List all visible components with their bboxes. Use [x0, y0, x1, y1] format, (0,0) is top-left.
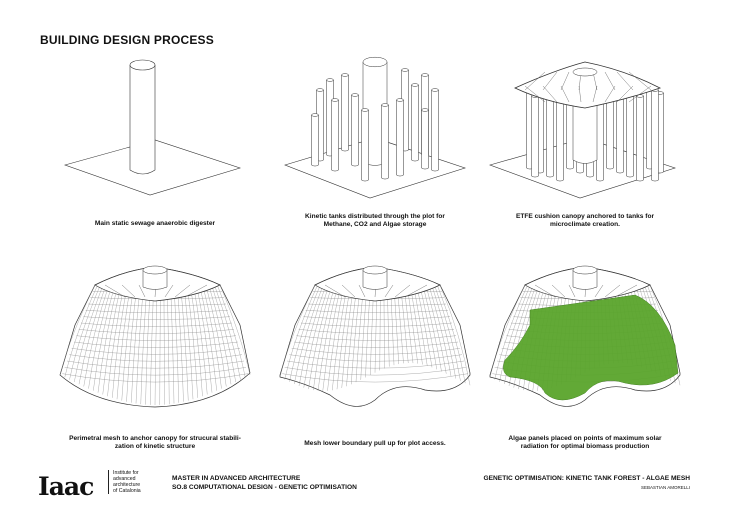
author-name: SEBASTIAN AMORELLI	[640, 485, 690, 490]
caption-2: Kinetic tanks distributed through the pl…	[265, 213, 485, 229]
panel-tanks	[275, 50, 475, 220]
caption-4-line-2: zation of kinetic structure	[114, 443, 196, 450]
caption-4-line-1: Perimetral mesh to anchor canopy for str…	[69, 435, 241, 442]
project-info: GENETIC OPTIMISATION: KINETIC TANK FORES…	[484, 474, 690, 492]
caption-5-line-1: Mesh lower boundary pull up for plot acc…	[304, 440, 446, 447]
program-line-1: MASTER IN ADVANCED ARCHITECTURE	[172, 475, 301, 482]
tanks-drawing	[284, 56, 466, 199]
perimetral-mesh-drawing	[59, 265, 251, 408]
page-title: BUILDING DESIGN PROCESS	[40, 33, 214, 47]
caption-3-line-2: microclimate creation.	[550, 221, 620, 228]
algae-panels-drawing	[489, 265, 681, 407]
caption-3-line-1: ETFE cushion canopy anchored to tanks fo…	[515, 213, 655, 220]
panel-canopy	[485, 50, 685, 220]
project-title: GENETIC OPTIMISATION: KINETIC TANK FORES…	[483, 475, 690, 482]
program-info: MASTER IN ADVANCED ARCHITECTURE SO.8 COM…	[172, 474, 357, 492]
caption-5: Mesh lower boundary pull up for plot acc…	[265, 440, 485, 448]
institute-line-3: architecture	[113, 482, 141, 488]
caption-6: Algae panels placed on points of maximum…	[475, 435, 695, 451]
caption-4: Perimetral mesh to anchor canopy for str…	[45, 435, 265, 451]
panel-digester	[55, 50, 255, 220]
institute-line-2: advanced	[113, 476, 136, 482]
institute-line-1: Institute for	[113, 470, 139, 476]
mesh-pull-up-drawing	[279, 265, 471, 407]
caption-2-line-1: Kinetic tanks distributed through the pl…	[305, 213, 445, 220]
digester-drawing	[64, 59, 241, 196]
institute-line-4: of Catalonia	[113, 488, 141, 494]
institute-name: Institute for advanced architecture of C…	[108, 470, 173, 494]
program-line-2: SO.8 COMPUTATIONAL DESIGN - GENETIC OPTI…	[172, 484, 357, 491]
panel-algae	[485, 265, 685, 435]
caption-6-line-1: Algae panels placed on points of maximum…	[508, 435, 662, 442]
canopy-drawing	[489, 61, 676, 199]
caption-2-line-2: Methane, CO2 and Algae storage	[323, 221, 427, 228]
caption-6-line-2: radiation for optimal biomass production	[520, 443, 650, 450]
caption-1: Main static sewage anaerobic digester	[45, 220, 265, 228]
iaac-logo: Iaac	[38, 472, 94, 501]
panel-perimetral-mesh	[55, 265, 255, 435]
caption-1-line-1: Main static sewage anaerobic digester	[94, 220, 216, 227]
panel-mesh-pull-up	[275, 265, 475, 435]
caption-3: ETFE cushion canopy anchored to tanks fo…	[475, 213, 695, 229]
